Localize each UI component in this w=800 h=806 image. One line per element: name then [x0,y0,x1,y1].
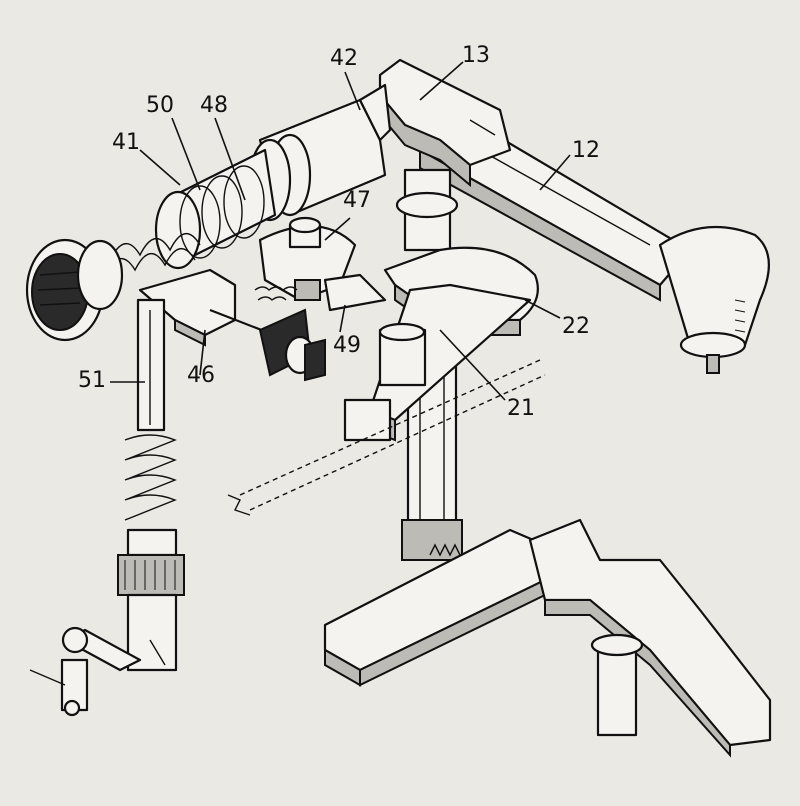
callout-42: 42 [330,46,358,71]
callout-46: 46 [187,363,215,388]
bottom-linkage [29,626,142,717]
slide-block [138,268,326,382]
callout-13: 13 [462,43,490,68]
lever-arm [343,283,532,442]
bottom-platform [323,528,547,687]
callout-48: 48 [200,93,228,118]
callout-21: 21 [507,396,535,421]
callout-51: 51 [78,368,106,393]
callout-22: 22 [562,314,590,339]
callout-50: 50 [146,93,174,118]
leader-lines [110,61,571,401]
horizontal-cylinder [104,83,392,276]
lower-clamp [528,518,772,758]
callout-49: 49 [333,333,361,358]
callout-41: 41 [112,130,140,155]
end-cap [25,238,124,342]
callout-12: 12 [572,138,600,163]
bracket-block [258,216,387,312]
callout-47: 47 [343,188,371,213]
crank-knob [658,225,770,374]
spring-post [117,298,185,672]
